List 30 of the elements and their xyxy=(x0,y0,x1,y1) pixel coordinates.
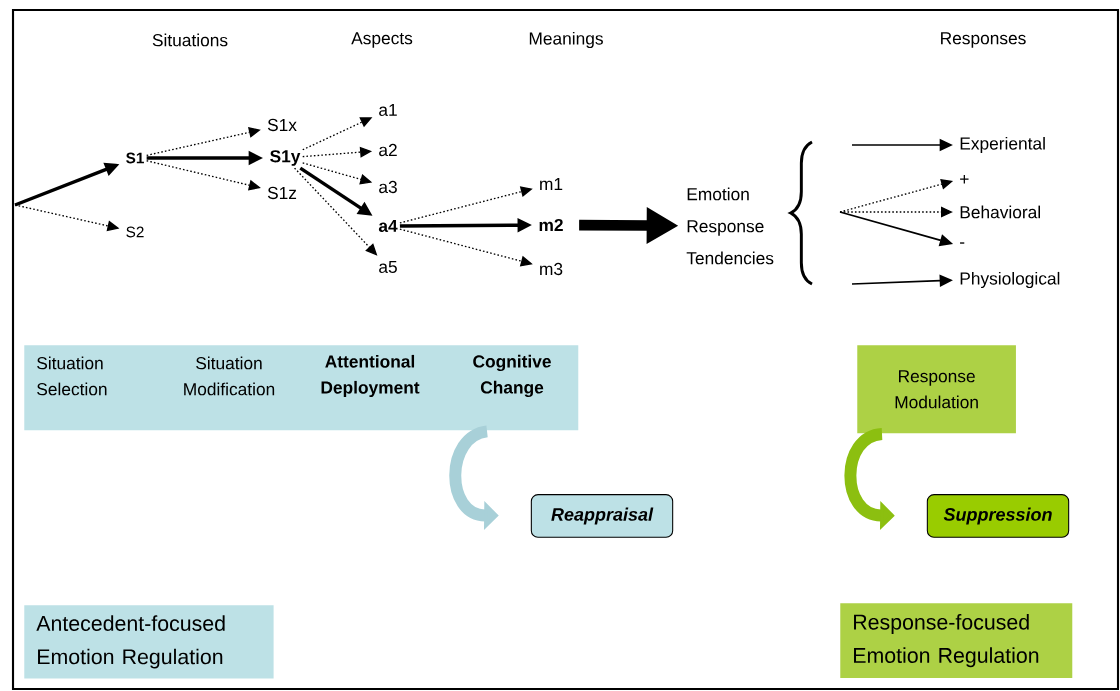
column-heading: Responses xyxy=(941,32,1026,48)
situation-label: S1x xyxy=(267,118,297,132)
situation-label: S1z xyxy=(267,186,297,200)
aspect-label: a5 xyxy=(379,260,397,274)
strategy-box: Response Modulation xyxy=(857,345,1016,434)
category-box: Response-focused Emotion Regulation xyxy=(840,603,1073,678)
strategy-band: Situation Selection Situation Modification Attentional Deployment Cognitive Change xyxy=(24,345,579,431)
situation-label: S1y xyxy=(270,150,301,166)
response-label: Experiental xyxy=(960,136,1045,154)
strategy-box: Reappraisal xyxy=(530,494,674,538)
column-heading: Meanings xyxy=(529,31,603,49)
meaning-label: m2 xyxy=(539,218,563,232)
meaning-label: m1 xyxy=(540,178,563,190)
response-label: Behavioral xyxy=(960,205,1040,219)
strategy-box: Suppression xyxy=(926,494,1070,538)
meaning-label: m3 xyxy=(540,262,563,276)
response-label: Physiological xyxy=(960,271,1060,289)
tendency-label: Emotion Response Tendencies xyxy=(686,187,774,265)
sign-label: - xyxy=(960,242,965,244)
sign-label: + xyxy=(960,175,969,184)
arrow xyxy=(839,206,953,218)
aspect-label: a3 xyxy=(379,180,397,194)
situation-label: S2 xyxy=(126,226,144,238)
situation-label: S1 xyxy=(126,152,144,164)
aspect-label: a4 xyxy=(378,219,398,233)
category-box: Antecedent-focused Emotion Regulation xyxy=(24,605,274,679)
column-heading: Aspects xyxy=(351,32,413,48)
column-heading: Situations xyxy=(152,33,228,47)
aspect-label: a1 xyxy=(379,103,397,117)
aspect-label: a2 xyxy=(379,143,397,157)
